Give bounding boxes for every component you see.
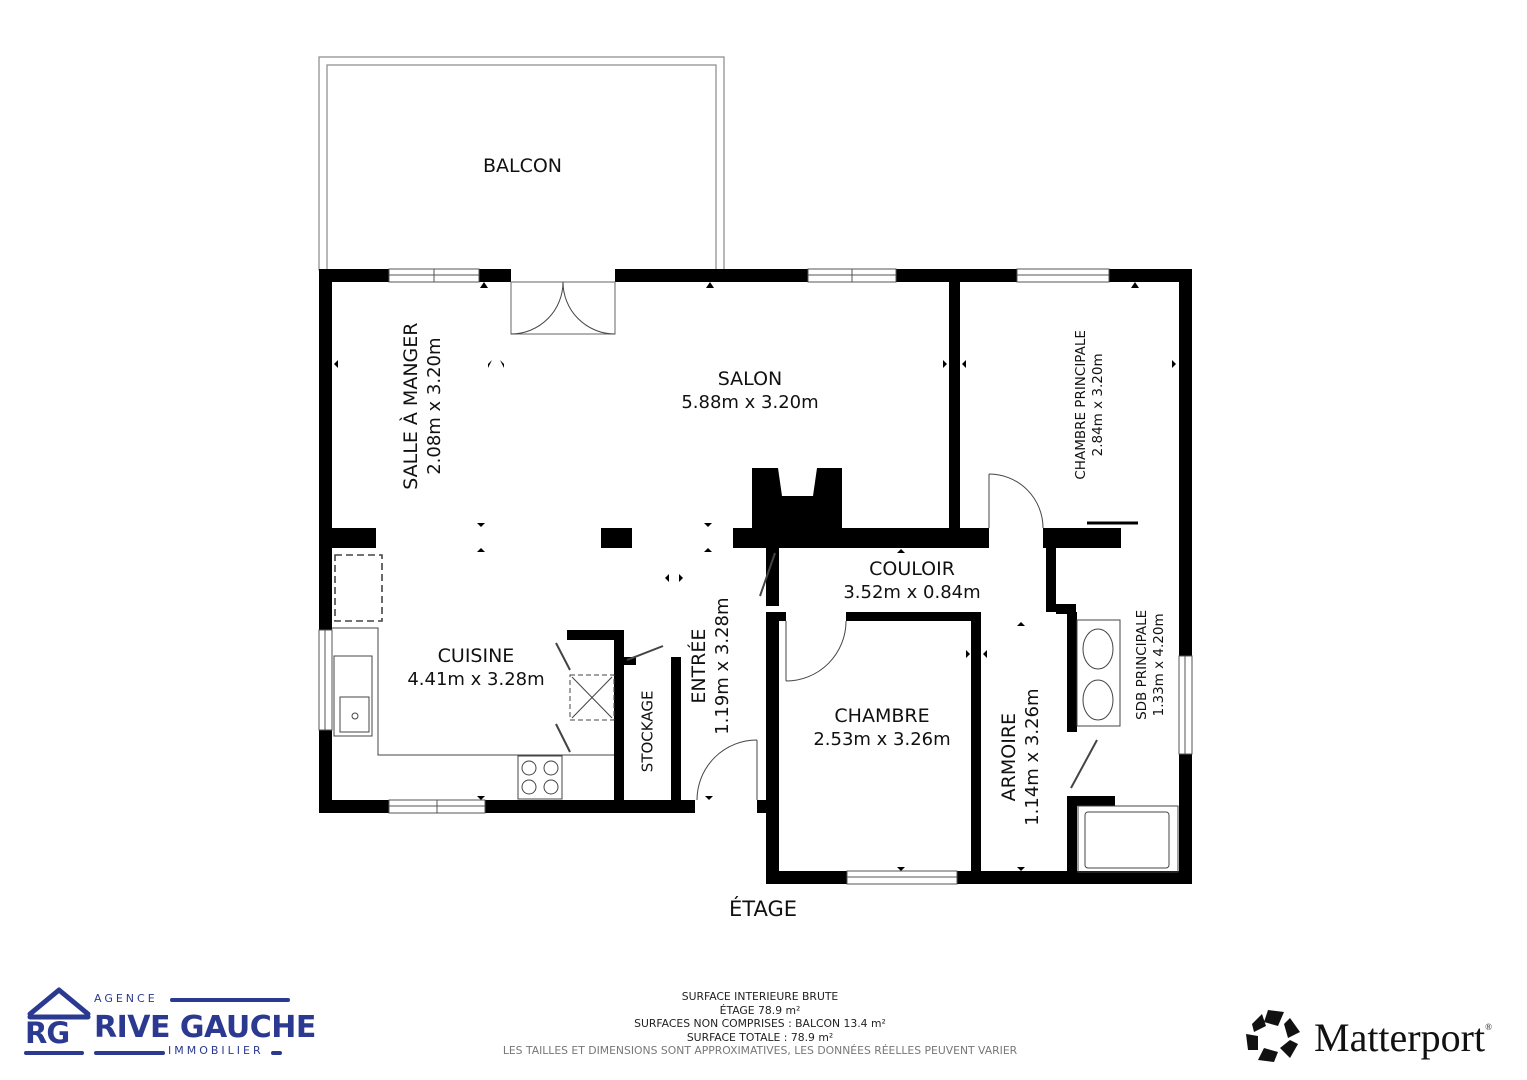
windows <box>318 268 1193 885</box>
bathroom-fixtures <box>1070 521 1179 873</box>
etage-surface: ÉTAGE 78.9 m² <box>719 1003 801 1017</box>
registered-mark: ® <box>1485 1022 1492 1032</box>
room-dimensions: 2.53m x 3.26m <box>813 728 951 750</box>
fireplace <box>778 468 817 496</box>
matterport-wordmark: Matterport® <box>1314 1014 1492 1061</box>
room-dimensions: 5.88m x 3.20m <box>681 391 819 413</box>
room-label-salon: SALON 5.88m x 3.20m <box>650 368 850 414</box>
room-label-salle-a-manger: SALLE À MANGER 2.08m x 3.20m <box>400 306 446 506</box>
room-name: CUISINE <box>437 645 515 667</box>
room-name: ARMOIRE <box>997 712 1020 802</box>
room-label-chambre: CHAMBRE 2.53m x 3.26m <box>782 705 982 751</box>
surface-title: SURFACE INTERIEURE BRUTE <box>681 990 839 1003</box>
agency-monogram: RG <box>25 1016 70 1050</box>
room-label-armoire: ARMOIRE 1.14m x 3.26m <box>998 677 1044 837</box>
room-label-cuisine: CUISINE 4.41m x 3.28m <box>376 645 576 691</box>
room-dimensions: 3.52m x 0.84m <box>843 581 981 603</box>
room-name: CHAMBRE <box>834 705 930 727</box>
measurement-markers <box>334 282 1176 871</box>
room-dimensions: 1.14m x 3.26m <box>1021 688 1043 826</box>
room-name: SDB PRINCIPALE <box>1134 609 1151 720</box>
non-comprises: SURFACES NON COMPRISES : BALCON 13.4 m² <box>634 1017 886 1031</box>
disclaimer: LES TAILLES ET DIMENSIONS SONT APPROXIMA… <box>502 1044 1018 1058</box>
room-name: BALCON <box>482 155 563 177</box>
door-openings <box>511 269 1179 813</box>
room-name: ENTRÉE <box>687 628 710 704</box>
agency-line3: IMMOBILIER <box>168 1044 264 1057</box>
room-label-chambre-principale: CHAMBRE PRINCIPALE 2.84m x 3.20m <box>1073 315 1107 495</box>
room-name: STOCKAGE <box>638 690 657 773</box>
room-dimensions: 2.84m x 3.20m <box>1090 353 1106 457</box>
surface-summary: SURFACE INTERIEURE BRUTE ÉTAGE 78.9 m² S… <box>470 990 1050 1058</box>
agency-line1: AGENCE <box>94 992 158 1005</box>
room-name: CHAMBRE PRINCIPALE <box>1073 330 1090 480</box>
room-name: SALLE À MANGER <box>399 322 422 490</box>
door-swings <box>510 281 1044 801</box>
room-dimensions: 1.33m x 4.20m <box>1151 613 1167 717</box>
matterport-star-icon <box>1246 1010 1300 1062</box>
room-name: SALON <box>717 368 783 390</box>
room-label-sdb-principale: SDB PRINCIPALE 1.33m x 4.20m <box>1134 600 1168 730</box>
matterport-logo: Matterport® <box>1244 1008 1514 1064</box>
kitchen-fixtures <box>332 552 776 800</box>
agency-line2: RIVE GAUCHE <box>94 1010 316 1045</box>
room-dimensions: 2.08m x 3.20m <box>423 337 445 475</box>
logo-underline <box>24 1051 282 1055</box>
room-dimensions: 1.19m x 3.28m <box>711 597 733 735</box>
room-label-balcon: BALCON <box>440 155 605 179</box>
room-label-stockage: STOCKAGE <box>639 671 658 791</box>
room-name: COULOIR <box>869 558 955 580</box>
surface-totale: SURFACE TOTALE : 78.9 m² <box>686 1030 834 1044</box>
house-roof-icon <box>27 987 91 1020</box>
room-dimensions: 4.41m x 3.28m <box>407 668 545 690</box>
walls <box>319 269 1192 884</box>
floor-label: ÉTAGE <box>728 897 797 921</box>
matterport-name: Matterport <box>1314 1015 1486 1060</box>
room-label-couloir: COULOIR 3.52m x 0.84m <box>812 558 1012 604</box>
agency-logo: RG AGENCE RIVE GAUCHE IMMOBILIER <box>18 982 316 1062</box>
room-label-entree: ENTRÉE 1.19m x 3.28m <box>688 576 734 756</box>
logo-topline <box>170 998 290 1002</box>
